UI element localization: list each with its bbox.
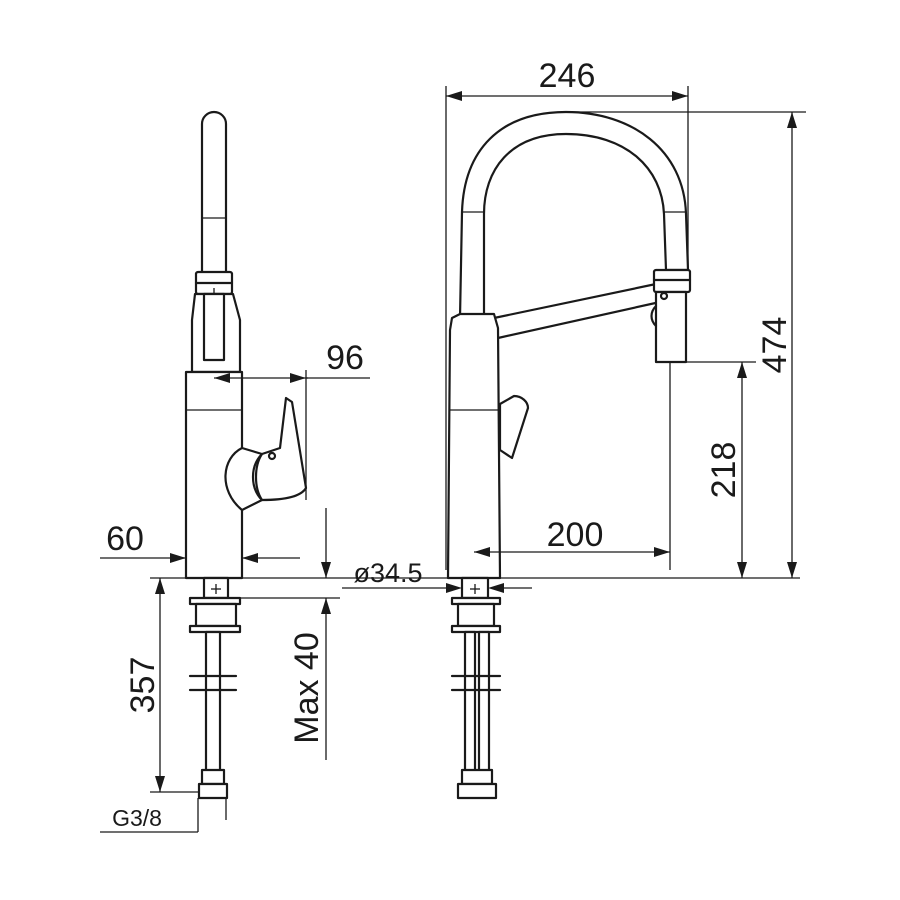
- front-lever: [498, 394, 530, 460]
- dimension-lines: [100, 86, 806, 833]
- dim-spout-height: 218: [705, 442, 743, 499]
- dim-base-offset: 60: [106, 520, 144, 558]
- dim-total-height: 474: [756, 317, 794, 374]
- side-supply-hose: [204, 630, 222, 790]
- front-spout-arm: [492, 282, 662, 340]
- side-spray-head: [200, 110, 228, 286]
- front-main-body: [446, 312, 502, 580]
- dimension-labels: 246 474 218 200 96 60 ø34.5 357 Max 40 G…: [106, 57, 794, 831]
- side-lever-handle: [254, 396, 308, 502]
- front-supply-hose-left: [463, 630, 477, 790]
- dim-handle-projection: 96: [326, 339, 364, 377]
- dim-base-diameter: ø34.5: [353, 558, 422, 588]
- dim-total-width: 246: [539, 57, 596, 95]
- dim-max-deck-thickness: Max 40: [288, 632, 326, 744]
- dim-below-counter: 357: [124, 657, 162, 714]
- front-supply-hose-right: [477, 630, 491, 790]
- side-handle-hub: [224, 446, 264, 512]
- front-view: [446, 110, 692, 800]
- dim-connection-thread: G3/8: [112, 805, 162, 831]
- dim-spout-reach: 200: [547, 516, 604, 554]
- side-view: [184, 110, 308, 800]
